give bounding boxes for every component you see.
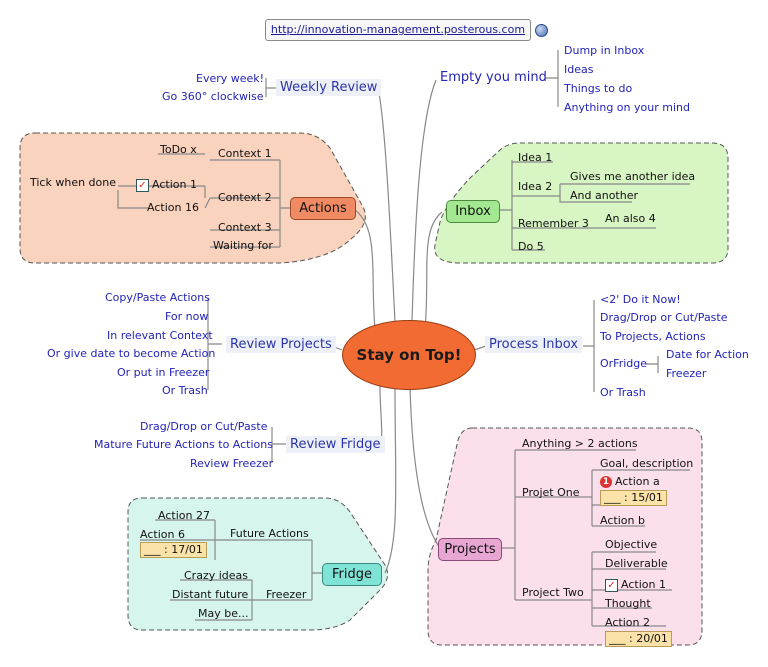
process-inbox-item[interactable]: Or Trash xyxy=(600,386,646,399)
process-inbox-item[interactable]: OrFridge xyxy=(600,357,648,370)
review-projects-item[interactable]: Copy/Paste Actions xyxy=(105,291,210,304)
fridge-item[interactable]: Distant future xyxy=(172,588,249,601)
actions-tick-note[interactable]: Tick when done xyxy=(30,176,117,189)
checkbox-icon[interactable]: ✓ xyxy=(136,178,149,192)
review-projects-item[interactable]: Or give date to become Action xyxy=(47,347,216,360)
fridge-item[interactable]: May be... xyxy=(198,607,249,620)
actions-todo[interactable]: ToDo x xyxy=(160,143,197,156)
fridge-item[interactable]: Crazy ideas xyxy=(184,569,249,582)
project-two-item[interactable]: Deliverable xyxy=(605,557,668,570)
checkbox-icon[interactable]: ✓ xyxy=(605,578,618,592)
date-badge[interactable]: ___ : 17/01 xyxy=(140,542,207,558)
project-two[interactable]: Project Two xyxy=(522,586,584,599)
inbox-subitem[interactable]: Gives me another idea xyxy=(570,170,696,183)
fridge-item[interactable]: Action 6 xyxy=(140,528,185,541)
projects-region xyxy=(427,427,703,646)
center-topic[interactable]: Stay on Top! xyxy=(342,320,476,390)
project-two-item[interactable]: Objective xyxy=(605,538,658,551)
process-inbox-subitem[interactable]: Date for Action xyxy=(666,348,749,361)
process-inbox-subitem[interactable]: Freezer xyxy=(666,367,707,380)
topic-review-projects[interactable]: Review Projects xyxy=(226,336,336,353)
actions-action1-label: Action 1 xyxy=(152,178,197,191)
project-one-item[interactable]: Goal, description xyxy=(600,457,694,470)
priority-1-icon: 1 xyxy=(600,476,612,488)
actions-context[interactable]: Waiting for xyxy=(213,239,273,252)
topic-inbox[interactable]: Inbox xyxy=(446,200,500,223)
actions-action16[interactable]: Action 16 xyxy=(147,201,199,214)
inbox-region xyxy=(434,142,729,264)
topic-projects[interactable]: Projects xyxy=(438,538,502,561)
empty-mind-item[interactable]: Dump in Inbox xyxy=(564,44,645,57)
inbox-subitem[interactable]: An also 4 xyxy=(605,212,656,225)
inbox-item[interactable]: Idea 1 xyxy=(518,151,553,164)
empty-mind-item[interactable]: Things to do xyxy=(564,82,633,95)
fridge-region xyxy=(127,497,389,631)
review-fridge-item[interactable]: Drag/Drop or Cut/Paste xyxy=(140,420,268,433)
actions-context[interactable]: Context 1 xyxy=(218,147,272,160)
fridge-future-actions[interactable]: Future Actions xyxy=(230,527,309,540)
inbox-subitem[interactable]: And another xyxy=(570,189,638,202)
project-one-action-a-label: Action a xyxy=(615,475,660,488)
empty-mind-item[interactable]: Ideas xyxy=(564,63,594,76)
topic-weekly-review[interactable]: Weekly Review xyxy=(276,79,382,96)
inbox-item[interactable]: Do 5 xyxy=(518,240,544,253)
globe-icon[interactable] xyxy=(535,24,548,37)
topic-review-fridge[interactable]: Review Fridge xyxy=(286,436,385,453)
process-inbox-item[interactable]: Drag/Drop or Cut/Paste xyxy=(600,311,728,324)
inbox-item[interactable]: Idea 2 xyxy=(518,180,553,193)
fridge-item[interactable]: Action 27 xyxy=(158,509,210,522)
project-two-item[interactable]: Thought xyxy=(605,597,651,610)
topic-empty-mind[interactable]: Empty you mind xyxy=(440,70,547,85)
project-two-action1[interactable]: ✓Action 1 xyxy=(605,578,666,592)
review-fridge-item[interactable]: Mature Future Actions to Actions xyxy=(94,438,273,451)
projects-item[interactable]: Anything > 2 actions xyxy=(522,437,638,450)
review-projects-item[interactable]: Or put in Freezer xyxy=(117,366,210,379)
inbox-item[interactable]: Remember 3 xyxy=(518,217,589,230)
actions-action1[interactable]: ✓Action 1 xyxy=(136,178,197,192)
process-inbox-item[interactable]: <2' Do it Now! xyxy=(600,293,681,306)
review-fridge-item[interactable]: Review Freezer xyxy=(190,457,274,470)
topic-actions[interactable]: Actions xyxy=(290,197,356,220)
empty-mind-item[interactable]: Anything on your mind xyxy=(564,101,690,114)
project-one[interactable]: Projet One xyxy=(522,486,580,499)
topic-process-inbox[interactable]: Process Inbox xyxy=(485,336,583,353)
actions-context[interactable]: Context 2 xyxy=(218,191,272,204)
project-two-item[interactable]: Action 2 xyxy=(605,616,650,629)
review-projects-item[interactable]: In relevant Context xyxy=(107,329,213,342)
date-badge[interactable]: ___ : 20/01 xyxy=(605,631,672,647)
url-link[interactable]: http://innovation-management.posterous.c… xyxy=(265,19,531,41)
process-inbox-item[interactable]: To Projects, Actions xyxy=(600,330,706,343)
review-projects-item[interactable]: Or Trash xyxy=(162,384,208,397)
weekly-review-item[interactable]: Go 360° clockwise xyxy=(162,90,264,103)
fridge-freezer[interactable]: Freezer xyxy=(266,588,307,601)
topic-fridge[interactable]: Fridge xyxy=(322,563,382,586)
date-badge[interactable]: ___ : 15/01 xyxy=(600,490,667,506)
project-two-action1-label: Action 1 xyxy=(621,578,666,591)
actions-context[interactable]: Context 3 xyxy=(218,221,272,234)
weekly-review-item[interactable]: Every week! xyxy=(196,72,265,85)
project-one-item[interactable]: Action b xyxy=(600,514,645,527)
review-projects-item[interactable]: For now xyxy=(165,310,209,323)
